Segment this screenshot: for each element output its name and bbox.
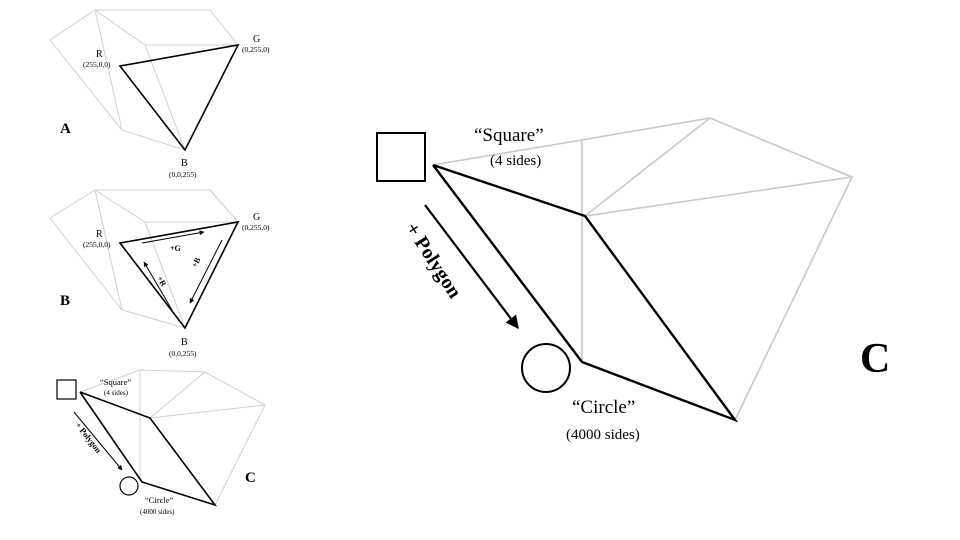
panel-a-cube [49, 9, 239, 151]
panel-c-small-label: C [245, 470, 256, 486]
panel-c-large-highlight [432, 163, 739, 423]
panel-c-large: + Polygon “Square” (4 sides) “Circle” (4… [376, 117, 890, 443]
panel-c-large-circle-sides: (4000 sides) [566, 427, 640, 443]
panel-b-vertex-g-label: G [253, 212, 260, 223]
panel-b-arrow-b-label: +B [190, 255, 203, 269]
panel-c-small-circle-sides: (4000 sides) [140, 508, 175, 516]
panel-c-small-circle [119, 476, 139, 496]
panel-c-large-label: C [860, 336, 890, 382]
panel-b: +G +B +R R (255,0,0) G (0,255,0) B (0,0,… [49, 189, 270, 358]
panel-a-vertex-r-value: (255,0,0) [83, 60, 111, 69]
panel-a-vertex-g-label: G [253, 34, 260, 45]
panel-a-vertex-b-label: B [181, 158, 188, 169]
panel-c-large-polygon-label: + Polygon [401, 219, 466, 303]
panel-b-vertex-b-label: B [181, 337, 188, 348]
panel-c-large-square [376, 132, 426, 182]
panel-b-arrow-g [141, 230, 205, 244]
panel-a-rgb-triangle [118, 43, 240, 152]
panel-b-vertex-b-value: (0,0,255) [169, 349, 197, 358]
panel-a-label: A [60, 121, 71, 137]
panel-b-arrow-r [143, 261, 173, 311]
panel-c-small-square-sides: (4 sides) [104, 389, 129, 397]
panel-c-small-polygon-arrow [73, 411, 123, 471]
panel-c-small-square [56, 379, 77, 400]
panel-b-cube [49, 189, 239, 329]
panel-c-small-circle-label: “Circle” [145, 495, 174, 505]
panel-a-vertex-g-value: (0,255,0) [242, 45, 270, 54]
panel-c-large-circle [521, 343, 571, 393]
panel-b-arrow-b [189, 239, 223, 304]
panel-b-arrow-g-label: +G [170, 244, 181, 253]
panel-c-small-highlight [79, 391, 218, 507]
panel-c-large-square-sides: (4 sides) [490, 153, 541, 169]
panel-b-vertex-r-value: (255,0,0) [83, 240, 111, 249]
panel-a-vertex-b-value: (0,0,255) [169, 170, 197, 179]
panel-b-rgb-triangle [118, 220, 240, 330]
panel-a: R (255,0,0) G (0,255,0) B (0,0,255) A [49, 9, 270, 179]
panel-b-label: B [60, 293, 70, 309]
panel-a-vertex-r-label: R [96, 49, 103, 60]
panel-b-vertex-g-value: (0,255,0) [242, 223, 270, 232]
panel-c-small-square-label: “Square” [100, 377, 131, 387]
panel-c-large-square-label: “Square” [474, 125, 544, 146]
panel-b-vertex-r-label: R [96, 229, 103, 240]
panel-c-large-circle-label: “Circle” [572, 397, 635, 418]
panel-c-small-polygon-label: + Polygon [73, 420, 103, 455]
panel-c-small: + Polygon “Square” (4 sides) “Circle” (4… [56, 369, 266, 516]
panel-b-arrow-r-label: +R [155, 275, 168, 289]
panel-c-large-polygon-arrow [424, 204, 519, 330]
